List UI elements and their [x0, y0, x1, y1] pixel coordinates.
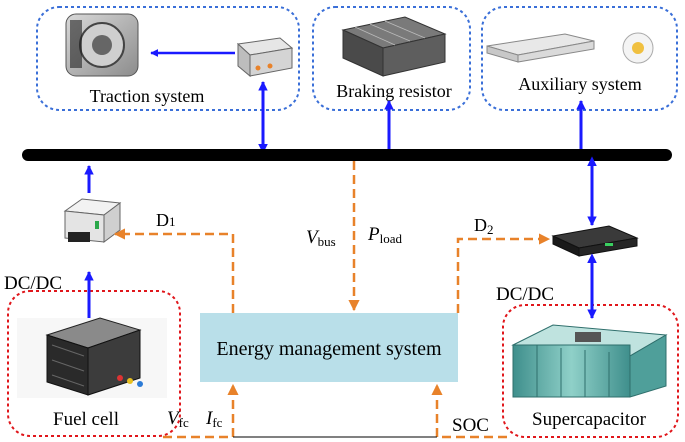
light-fixture-image: [622, 32, 654, 64]
braking-resistor-image: [341, 16, 447, 77]
auxiliary-system-label: Auxiliary system: [518, 74, 642, 94]
soc-label: SOC: [452, 415, 489, 436]
traction-system-group: [36, 6, 300, 111]
traction-system-label: Traction system: [90, 86, 205, 106]
d1-label: D1: [156, 210, 176, 230]
d2-label: D2: [474, 215, 494, 237]
d1-signal-line: [113, 228, 235, 313]
dcdc-left-label: DC/DC: [4, 273, 62, 294]
air-conditioner-image: [486, 33, 595, 63]
pload-label: Pload: [367, 224, 402, 246]
supercapacitor-label: Supercapacitor: [532, 409, 647, 430]
traction-motor-image: [65, 13, 139, 77]
inverter-image: [236, 37, 294, 78]
braking-resistor-group: [312, 6, 471, 111]
vbus-label: Vbus: [306, 227, 336, 249]
dcdc-converter-left-image: [63, 198, 122, 243]
fuel-cell-group: [7, 290, 181, 437]
fuel-cell-image: [17, 317, 167, 398]
supercapacitor-image: [511, 324, 668, 398]
d2-signal-line: [456, 233, 551, 313]
energy-management-system-label: Energy management system: [216, 338, 442, 360]
dcdc-converter-right-image: [551, 225, 639, 257]
braking-resistor-label: Braking resistor: [336, 81, 451, 101]
ifc-label: Ifc: [205, 408, 223, 430]
fuel-cell-label: Fuel cell: [53, 409, 119, 430]
energy-management-system-box: [200, 313, 458, 382]
vfc-label: Vfc: [167, 408, 189, 430]
dcdc-right-label: DC/DC: [496, 284, 554, 305]
